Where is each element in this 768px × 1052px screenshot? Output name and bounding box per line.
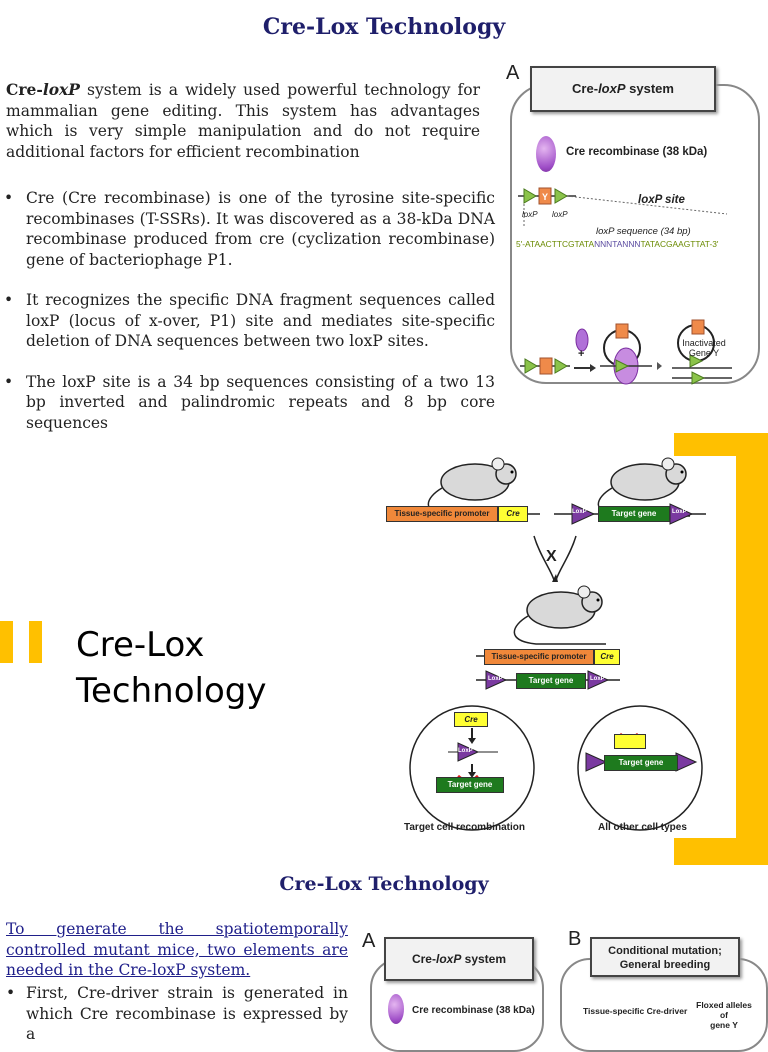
target-gene-bar: Target gene	[604, 755, 678, 771]
slide2-accent-bar-2	[29, 621, 42, 663]
plus-sign: +	[578, 348, 585, 360]
panel-letter: A	[506, 62, 520, 84]
mouse-icon	[513, 585, 606, 645]
target-gene-bar: Target gene	[598, 506, 670, 522]
slide2-accent-bar-1	[0, 621, 13, 663]
other-cells-label: All other cell types	[598, 822, 687, 833]
cre-bar	[614, 734, 646, 749]
slide3-title: Cre-Lox Technology	[279, 873, 489, 895]
intro-bold-cre: Cre-	[6, 80, 43, 99]
cre-bar: Cre	[454, 712, 488, 727]
slide2-section-title: Cre-Lox Technology	[76, 625, 267, 711]
loxp-label: LoxP	[590, 676, 605, 682]
slide1-intro: Cre-loxP system is a widely used powerfu…	[6, 80, 480, 162]
target-cell-label: Target cell recombination	[404, 822, 525, 833]
figure-box-title: Cre-loxP system	[530, 66, 716, 112]
cre-recombinase-label: Cre recombinase (38 kDa)	[566, 146, 708, 158]
promoter-bar: Tissue-specific promoter	[484, 649, 594, 665]
creloxp-figure: A Cre-loxP system Cre recombinase (38 kD…	[506, 62, 762, 385]
bullet-item: It recognizes the specific DNA fragment …	[0, 290, 495, 352]
panel-b-right-label: Floxed alleles of gene Y	[696, 1000, 752, 1030]
cre-recombinase-icon	[388, 994, 404, 1024]
slide3-link[interactable]: To generate the spatiotemporally control…	[6, 920, 348, 979]
target-gene-bar: Target gene	[436, 777, 504, 793]
loxp-site-label: loxP site	[638, 194, 685, 206]
panel-a-cre-label: Cre recombinase (38 kDa)	[412, 1005, 535, 1016]
bullet-text: First, Cre-driver strain is generated in…	[26, 984, 348, 1043]
loxp-site-diagram: Y	[518, 187, 732, 385]
mouse-breeding-diagram: Tissue-specific promoter Cre Target gene…	[358, 456, 736, 838]
cre-bar: Cre	[498, 506, 528, 522]
loxp-right-label: loxP	[552, 210, 568, 219]
loxp-label: LoxP	[458, 748, 473, 754]
loxp-label: LoxP	[672, 509, 687, 515]
slide3-link-text[interactable]: To generate the spatiotemporally control…	[6, 919, 348, 981]
panel-b-left-label: Tissue-specific Cre-driver	[583, 1006, 688, 1016]
y-gene-label: Y	[542, 192, 548, 202]
intro-bold-loxp: loxP	[42, 80, 80, 99]
panel-a-letter: A	[362, 930, 376, 952]
loxp-sequence: 5'-ATAACTTCGTATANNNTANNNTATACGAAGTTAT-3'	[516, 239, 719, 249]
bullet-item: The loxP site is a 34 bp sequences consi…	[0, 372, 495, 434]
cross-symbol: X	[546, 548, 557, 565]
panel-a-title: Cre-loxP system	[384, 937, 534, 981]
promoter-bar: Tissue-specific promoter	[386, 506, 498, 522]
intro-text: system is a widely used powerful technol…	[6, 81, 480, 161]
panel-b-letter: B	[568, 928, 582, 950]
cre-bar: Cre	[594, 649, 620, 665]
panel-b-title: Conditional mutation; General breeding	[590, 937, 740, 977]
cre-recombinase-icon	[536, 136, 556, 172]
loxp-sequence-label: loxP sequence (34 bp)	[596, 226, 691, 237]
loxp-left-label: loxP	[522, 210, 538, 219]
slide1-title: Cre-Lox Technology	[262, 14, 506, 40]
inactivated-gene-label: Inactivated Gene Y	[682, 338, 726, 358]
loxp-label: LoxP	[572, 509, 587, 515]
bullet-dot: •	[6, 984, 16, 1002]
slide3-bullet: • First, Cre-driver strain is generated …	[6, 983, 348, 1045]
slide1-bullets: Cre (Cre recombinase) is one of the tyro…	[0, 188, 495, 453]
bullet-item: Cre (Cre recombinase) is one of the tyro…	[0, 188, 495, 270]
target-gene-bar: Target gene	[516, 673, 586, 689]
loxp-label: LoxP	[488, 676, 503, 682]
